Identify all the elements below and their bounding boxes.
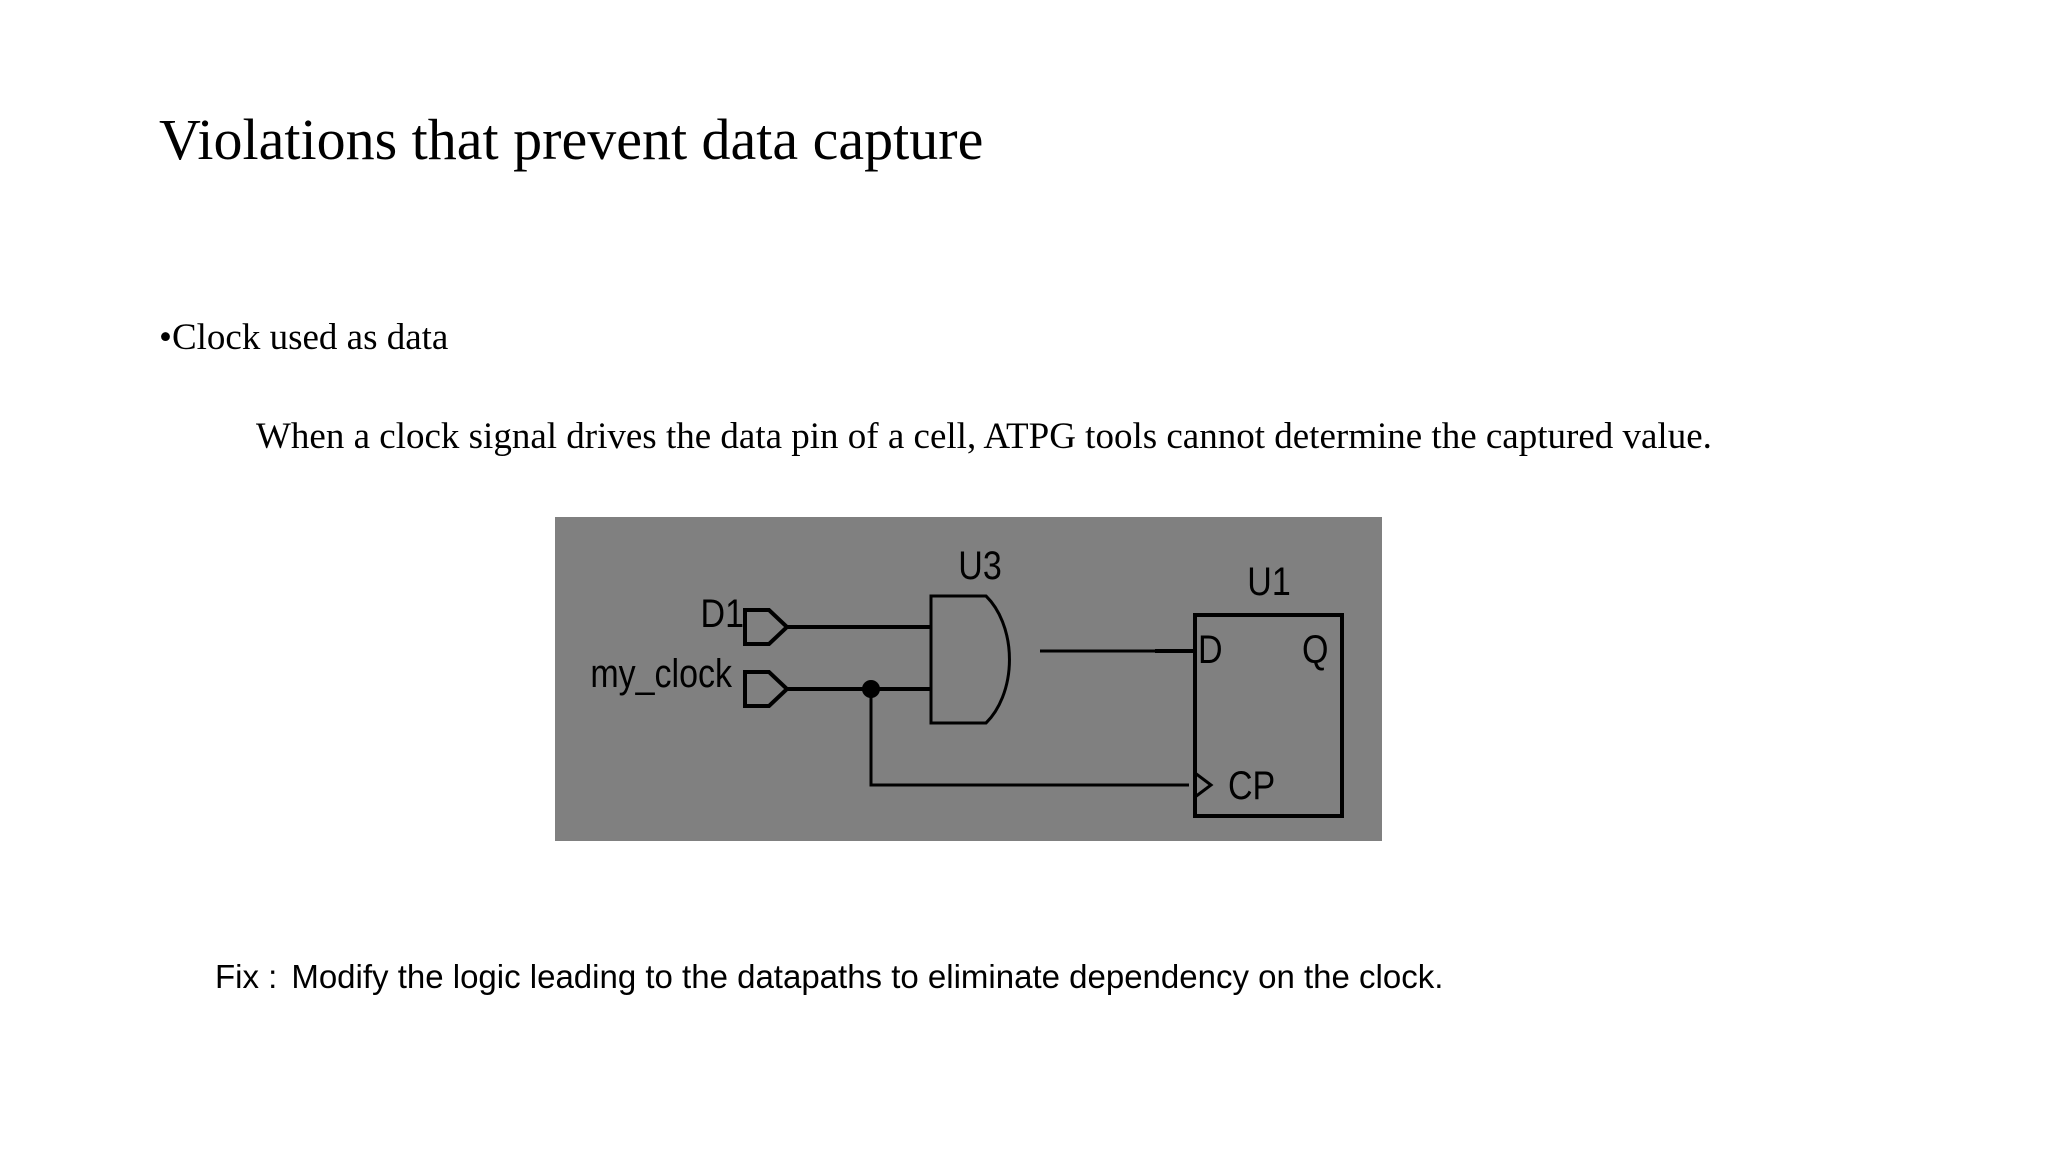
circuit-diagram-svg: D1 my_clock U3 U1 D Q CP	[555, 517, 1382, 841]
description-text: When a clock signal drives the data pin …	[256, 416, 1712, 457]
fix-label: Fix :	[215, 958, 278, 995]
flipflop-pin-cp: CP	[1228, 762, 1275, 807]
input-label-d1: D1	[701, 590, 744, 635]
fix-note: Fix : Modify the logic leading to the dat…	[215, 955, 1443, 999]
flipflop-top-edge	[1195, 613, 1344, 620]
circuit-diagram: D1 my_clock U3 U1 D Q CP	[555, 517, 1382, 841]
slide-title: Violations that prevent data capture	[159, 107, 984, 172]
input-port-my-clock	[743, 670, 790, 708]
flipflop-label-u1: U1	[1247, 558, 1290, 603]
bullet-clock-used-as-data: •Clock used as data	[159, 317, 449, 358]
wire-clock-to-cp	[869, 689, 1189, 787]
gate-label-u3: U3	[958, 542, 1001, 587]
flipflop-pin-q: Q	[1302, 626, 1328, 671]
input-label-my-clock: my_clock	[590, 650, 732, 695]
flipflop-pin-d: D	[1198, 626, 1223, 671]
input-port-d1	[743, 608, 790, 646]
clock-edge-triangle	[1194, 771, 1214, 799]
and-gate-u3	[929, 594, 1011, 725]
diagram-background	[555, 517, 1382, 841]
fix-text: Modify the logic leading to the datapath…	[291, 958, 1444, 995]
